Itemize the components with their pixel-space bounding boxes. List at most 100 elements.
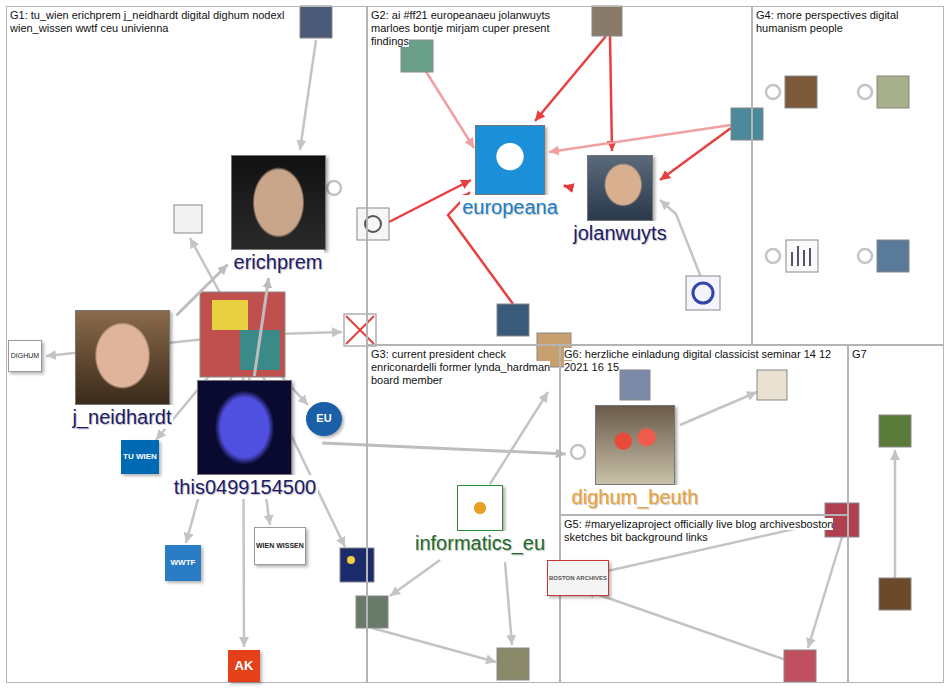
grey-link [505,562,512,645]
vertex-image [686,276,720,310]
grey-link [894,450,897,578]
group-heading: G4: more perspectives digital humanism p… [756,9,898,34]
vertex-label: jolanwuyts [571,221,668,245]
vertex-image [497,648,529,680]
logo-text: WWTF [165,545,201,581]
vertex-label: informatics_eu [413,531,547,555]
vertex-image [731,108,763,140]
vertex-image [340,548,374,582]
group-heading: G3: current president check enriconardel… [371,348,550,386]
vertex-image [784,650,816,682]
group-panel: G3: current president check enriconardel… [367,345,560,683]
group-panel: G4: more perspectives digital humanism p… [752,6,944,345]
group-header: G4: more perspectives digital humanism p… [756,9,936,35]
group-heading: G5: #maryelizaproject officially live bl… [564,518,833,543]
grey-link [300,40,316,150]
vertex-node: j_neidhardt [71,310,174,429]
group-header: G5: #maryelizaproject officially live bl… [564,518,844,544]
group-heading: G6: herzliche einladung digital classici… [564,348,831,373]
self-loop [766,249,780,263]
vertex-image [693,283,713,303]
group-panel: G2: ai #ff21 europeanaeu jolanwuyts marl… [367,6,752,345]
avatar-image [595,405,675,485]
vertex-image [200,292,285,377]
light-red-link [420,62,731,152]
vertex-image [757,370,787,400]
vertex-image [497,304,529,336]
grey-link [808,537,842,648]
avatar-image [75,310,170,405]
self-loop [858,249,872,263]
vertex-node: europeana [460,125,560,219]
logo-text: TU WIEN [121,440,159,474]
vertex-image [347,556,355,564]
red-link [610,36,612,151]
grey-link [680,392,757,425]
vertex-image [877,240,909,272]
network-edge [176,265,227,316]
vertex-image [879,415,911,447]
logo-text: AK [228,650,260,682]
group-heading: G2: ai #ff21 europeanaeu jolanwuyts marl… [371,9,550,47]
vertex-image [174,205,202,233]
vertex-image [356,596,388,628]
group-panel: G5: #maryelizaproject officially live bl… [560,515,848,683]
grey-link [585,590,786,660]
vertex-node: dighum_beuth [570,405,701,509]
vertex-image [785,76,817,108]
grey-link [390,560,440,596]
vertex-label: this0499154500 [172,475,318,499]
vertex-node: this0499154500 [172,380,318,499]
self-loop [571,445,585,459]
group-panel: G1: tu_wien erichprem j_neidhardt digita… [6,6,367,683]
vertex-node: jolanwuyts [571,155,668,245]
red-link [389,36,731,304]
logo-text: DIGHUM [8,340,42,372]
vertex-image [300,6,332,38]
group-panel: G7 [848,345,944,683]
vertex-image [620,370,650,400]
logo-text: WIEN WISSEN [254,527,306,565]
grey-link [46,40,895,662]
vertex-image [592,6,622,36]
red-link [389,180,471,222]
avatar-image [231,155,326,250]
vertex-image [879,578,911,610]
grey-link [372,628,496,662]
self-loop [766,85,780,99]
avatar-image [475,125,545,195]
vertex-label: dighum_beuth [570,485,701,509]
light-red-link [420,62,474,148]
vertex-image [357,208,389,240]
logo-text: EU [306,402,342,436]
group-header: G3: current president check enriconardel… [371,348,556,387]
vertex-image [877,76,909,108]
vertex-image [786,240,818,272]
vertex-image [174,6,911,682]
vertex-image [792,246,810,266]
avatar-image [457,485,503,531]
group-header: G2: ai #ff21 europeanaeu jolanwuyts marl… [371,9,586,48]
logo-text: BOSTON ARCHIVES [547,560,609,596]
avatar-image [197,380,292,475]
vertex-label: europeana [460,195,560,219]
grey-link [490,392,548,484]
avatar-image [587,155,653,221]
vertex-image [346,316,374,344]
vertex-image [344,314,376,346]
group-header: G7 [852,348,932,361]
vertex-image [212,300,248,330]
vertex-label: erichprem [232,250,325,274]
self-loop [327,85,872,459]
self-loop [327,181,341,195]
group-panel: G6: herzliche einladung digital classici… [560,345,848,515]
group-heading: G7 [852,348,867,360]
network-edge [564,184,568,188]
network-edge [322,443,565,454]
vertex-node: erichprem [231,155,326,274]
red-link [660,128,731,180]
self-loop [858,85,872,99]
group-header: G6: herzliche einladung digital classici… [564,348,844,374]
